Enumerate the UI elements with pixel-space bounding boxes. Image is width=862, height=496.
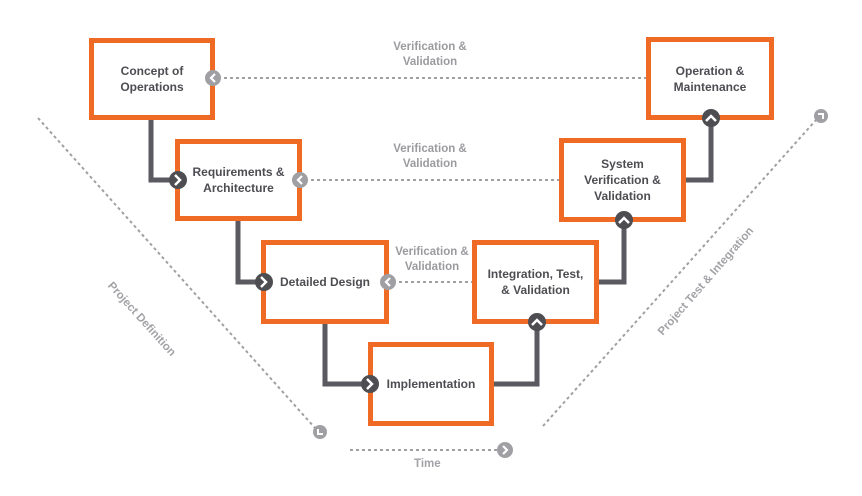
stage-detailed-design: Detailed Design <box>261 240 389 324</box>
connector-detailed-implementation <box>322 322 369 387</box>
chevron-left-icon <box>292 172 308 188</box>
stage-operation-maintenance: Operation &Maintenance <box>646 37 774 120</box>
connector-implementation-integration <box>492 322 540 387</box>
chevron-right-icon <box>497 442 513 458</box>
vv-label-2: Verification &Validation <box>393 143 467 170</box>
project-test-axis <box>542 119 817 427</box>
stage-integration-test-validation: Integration, Test,& Validation <box>472 240 599 324</box>
chevron-right-icon <box>361 375 379 393</box>
connector-integration-system <box>597 220 627 285</box>
chevron-up-icon <box>528 313 546 331</box>
chevron-left-icon <box>380 274 396 290</box>
chevron-up-icon <box>615 211 633 229</box>
arrow-down-right-icon <box>313 425 327 439</box>
chevron-up-icon <box>702 109 720 127</box>
chevron-right-icon <box>255 273 273 291</box>
chevron-right-icon <box>169 171 187 189</box>
arrow-up-right-icon <box>814 109 828 123</box>
chevron-left-icon <box>205 70 221 86</box>
vv-label-1: Verification &Validation <box>393 41 467 68</box>
time-label: Time <box>414 458 441 470</box>
stage-implementation: Implementation <box>368 342 494 426</box>
connector-system-operation <box>684 118 714 183</box>
vv-label-3: Verification &Validation <box>395 246 469 273</box>
